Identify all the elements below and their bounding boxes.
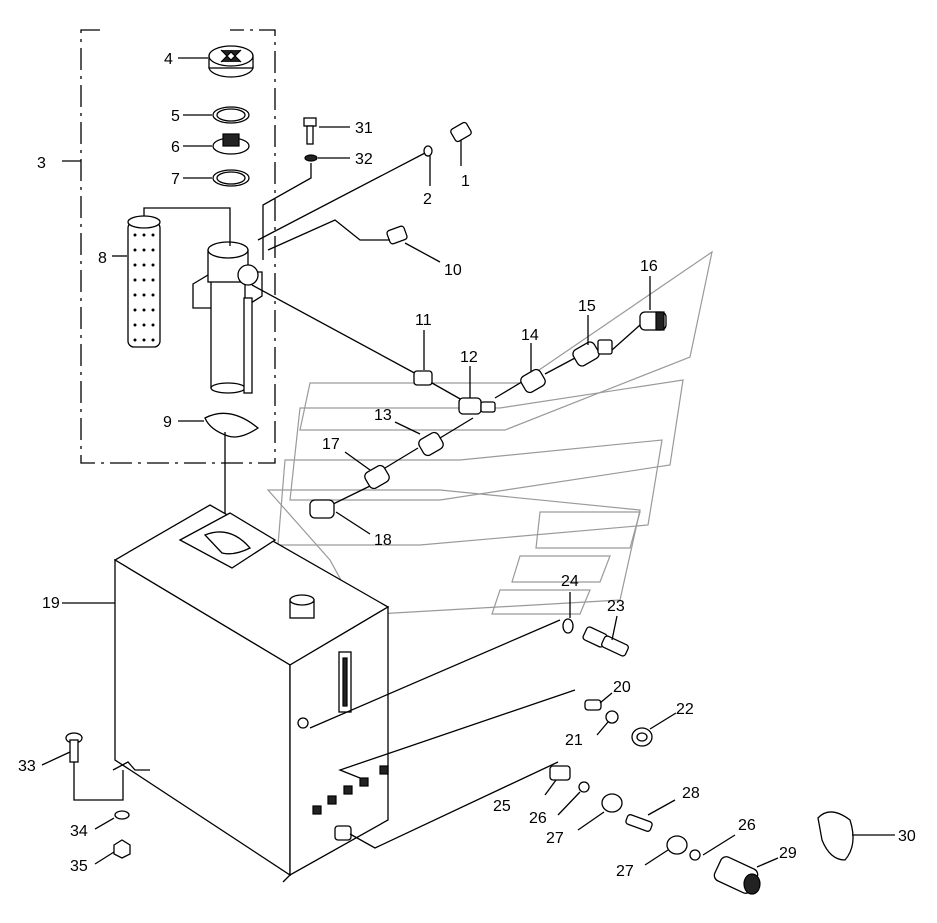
callout-10: 10 (444, 262, 462, 279)
callout-20: 20 (613, 679, 631, 696)
callout-1: 1 (461, 173, 470, 190)
callout-9: 9 (163, 414, 172, 431)
filter-assembly-bracket (62, 29, 276, 464)
tee-15-part (572, 339, 613, 367)
callout-26b: 26 (738, 817, 756, 834)
adapter-17-part (364, 464, 390, 490)
hydraulic-tank-part (112, 504, 390, 883)
callout-23: 23 (607, 598, 625, 615)
adapter-14-part (520, 368, 546, 394)
callout-28: 28 (682, 785, 700, 802)
watermark-logo (266, 250, 713, 616)
callout-31: 31 (355, 120, 373, 137)
callout-13: 13 (374, 407, 392, 424)
callout-33: 33 (18, 758, 36, 775)
callout-32: 32 (355, 151, 373, 168)
dust-cap-30-part (817, 811, 854, 861)
callout-14: 14 (521, 327, 539, 344)
callout-17: 17 (322, 436, 340, 453)
ring-26b-part (689, 849, 701, 861)
callout-21: 21 (565, 732, 583, 749)
elbow-18-part (309, 499, 335, 519)
bolt-31-part (303, 117, 317, 145)
plug-10-part (386, 225, 408, 245)
filter-element-top-part (212, 133, 250, 155)
nut-35-part (113, 839, 131, 859)
fitting-11-part (413, 370, 433, 386)
callout-27b: 27 (616, 863, 634, 880)
ring-21-part (605, 710, 619, 724)
callout-7: 7 (171, 171, 180, 188)
nut-27a-part (601, 793, 623, 813)
filter-cap-part (208, 45, 254, 78)
hose-fitting-23-part (582, 626, 629, 657)
connector-25-part (549, 765, 571, 781)
bolt-33-part (65, 732, 83, 763)
callout-11: 11 (415, 312, 432, 329)
strainer-part (127, 215, 161, 348)
nut-22-part (631, 727, 653, 747)
callout-27a: 27 (546, 830, 564, 847)
callout-30: 30 (898, 828, 916, 845)
callout-8: 8 (98, 250, 107, 267)
adapter-13-part (418, 431, 444, 457)
callout-35: 35 (70, 858, 88, 875)
callout-6: 6 (171, 139, 180, 156)
elbow-16-part (639, 311, 667, 331)
callout-12: 12 (460, 349, 478, 366)
callout-2: 2 (423, 191, 432, 208)
nut-27b-part (666, 835, 688, 855)
callout-25: 25 (493, 798, 511, 815)
callout-labels: 1 2 3 4 5 6 7 8 9 10 11 12 13 14 15 16 1… (18, 51, 916, 880)
filter-housing-part (192, 241, 263, 394)
callout-15: 15 (578, 298, 596, 315)
callout-24: 24 (561, 573, 579, 590)
washer-32-part (304, 154, 318, 162)
callout-3: 3 (37, 155, 46, 172)
callout-22: 22 (676, 701, 694, 718)
callout-18: 18 (374, 532, 392, 549)
o-ring-lower-part (212, 169, 250, 187)
o-ring-part (212, 106, 250, 124)
callout-4: 4 (164, 51, 173, 68)
callout-34: 34 (70, 823, 88, 840)
callout-16: 16 (640, 258, 658, 275)
elbow-12-part (458, 397, 496, 415)
pipe-20-part (584, 699, 602, 711)
fitting-1-part (450, 121, 472, 143)
callout-19: 19 (42, 595, 60, 612)
washer-34-part (114, 810, 130, 820)
callout-26a: 26 (529, 810, 547, 827)
pipe-28-part (625, 814, 653, 832)
coupler-29-part (713, 856, 761, 895)
callout-29: 29 (779, 845, 797, 862)
ring-26a-part (578, 781, 590, 793)
gasket-part (204, 412, 260, 438)
washer-2-part (423, 145, 433, 157)
callout-5: 5 (171, 108, 180, 125)
washer-24-part (562, 618, 574, 634)
